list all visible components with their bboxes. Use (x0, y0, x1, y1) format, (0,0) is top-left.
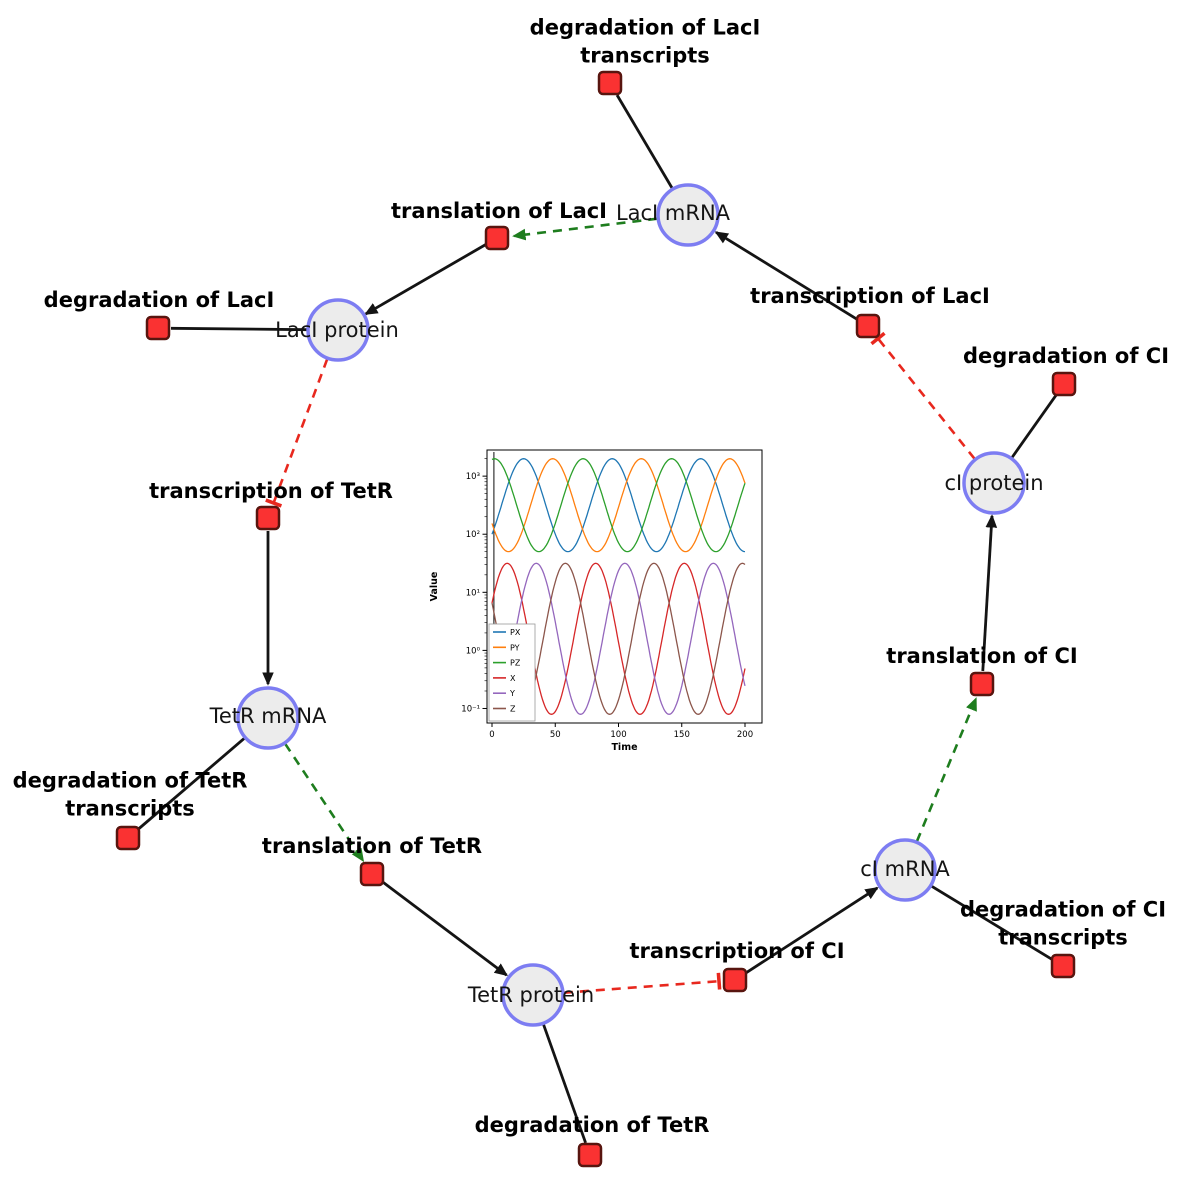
edge-consumption-ci-mrna-to-degradation-ci-transcripts (929, 884, 1053, 961)
y-tick-label: 10² (466, 530, 480, 540)
label-line-1: degradation of CI (959, 897, 1167, 922)
legend-label-PZ: PZ (510, 659, 521, 668)
x-tick-label: 200 (737, 730, 753, 740)
reaction-node-translation-tetr (359, 861, 385, 887)
y-tick-label: 10¹ (466, 588, 480, 598)
edge-modifier-ci-mrna-to-translation-ci (915, 697, 978, 842)
reaction-node-degradation-ci (1051, 371, 1077, 397)
edge-consumption-laci-mrna-to-degradation-laci-transcripts (615, 94, 674, 190)
legend-label-Y: Y (509, 689, 515, 698)
species-node-laci-protein (306, 298, 370, 362)
edge-consumption-tetr-mrna-to-degradation-tetr-transcripts (136, 736, 247, 831)
label-line-1: degradation of TetR (12, 768, 248, 793)
reaction-node-translation-laci (484, 225, 510, 251)
species-label-tetr-protein: TetR protein (467, 983, 595, 1007)
reaction-label-translation-laci: translation of LacI (391, 199, 607, 224)
species-label-tetr-mrna: TetR mRNA (209, 704, 327, 728)
legend-label-Z: Z (510, 705, 516, 714)
x-tick-label: 150 (674, 730, 690, 740)
series-Y (491, 562, 746, 715)
y-tick-label: 10⁻¹ (461, 704, 480, 714)
species-node-ci-protein (962, 451, 1026, 515)
reaction-node-degradation-laci (145, 315, 171, 341)
edge-modifier-tetr-mrna-to-translation-tetr (284, 743, 365, 863)
legend-box (488, 623, 536, 722)
species-node-laci-mrna (656, 183, 720, 247)
x-tick-label: 100 (610, 730, 626, 740)
edge-consumption-ci-protein-to-degradation-ci (1010, 393, 1058, 460)
reaction-label-translation-tetr: translation of TetR (261, 834, 483, 859)
reaction-label-degradation-ci: degradation of CI (962, 344, 1170, 369)
reaction-label-translation-ci: translation of CI (886, 644, 1078, 669)
reaction-node-transcription-tetr (255, 505, 281, 531)
reaction-node-transcription-laci (855, 313, 881, 339)
y-axis-label: Value (429, 572, 440, 602)
species-label-laci-mrna: LacI mRNA (615, 201, 731, 225)
x-axis-label: Time (611, 742, 637, 753)
label-line-2: transcripts (998, 925, 1128, 949)
reaction-label-degradation-laci-transcripts: degradation of LacI transcripts (530, 14, 761, 69)
reaction-node-degradation-ci-transcripts (1050, 953, 1076, 979)
reaction-label-degradation-tetr-transcripts: degradation of TetR transcripts (13, 767, 248, 822)
species-label-laci-protein: LacI protein (275, 318, 399, 342)
reaction-label-degradation-laci: degradation of LacI (43, 288, 275, 313)
reaction-node-degradation-tetr-transcripts (115, 825, 141, 851)
legend-label-PX: PX (510, 628, 521, 637)
species-node-tetr-protein (501, 963, 565, 1027)
y-tick-label: 10³ (466, 472, 480, 482)
edge-production-transcription-laci-to-laci-mrna (714, 231, 858, 321)
reaction-node-degradation-laci-transcripts (597, 70, 623, 96)
label-line-1: degradation of LacI (529, 15, 761, 40)
series-PX (491, 458, 746, 553)
x-tick-label: 0 (489, 730, 494, 740)
reaction-label-degradation-ci-transcripts: degradation of CI transcripts (960, 896, 1166, 951)
species-node-ci-mrna (873, 838, 937, 902)
y-tick-label: 10⁰ (466, 646, 481, 656)
edge-inhibition-tetr-protein-to-transcription-ci (563, 972, 722, 994)
edge-consumption-tetr-protein-to-degradation-tetr (541, 1022, 587, 1144)
reaction-label-transcription-tetr: transcription of TetR (149, 479, 393, 504)
edge-production-translation-laci-to-laci-protein (364, 243, 487, 316)
label-line-2: transcripts (65, 796, 195, 820)
species-node-tetr-mrna (236, 686, 300, 750)
label-line-2: transcripts (580, 43, 710, 67)
species-label-ci-mrna: cI mRNA (860, 857, 950, 881)
reaction-label-transcription-laci: transcription of LacI (750, 284, 990, 309)
edge-production-transcription-ci-to-ci-mrna (745, 886, 879, 975)
edge-modifier-laci-mrna-to-translation-laci (512, 217, 658, 241)
plot-frame (486, 449, 763, 724)
species-label-ci-protein: cI protein (944, 471, 1044, 495)
series-PZ (491, 458, 746, 553)
edge-production-translation-ci-to-ci-protein (981, 514, 998, 672)
edge-production-translation-tetr-to-tetr-protein (381, 880, 508, 977)
edge-inhibition-ci-protein-to-transcription-laci (870, 331, 976, 460)
reaction-node-degradation-tetr (577, 1142, 603, 1168)
x-tick-label: 50 (550, 730, 561, 740)
legend-label-PY: PY (510, 643, 520, 652)
edge-consumption-laci-protein-to-degradation-laci (170, 326, 309, 332)
series-PY (491, 458, 746, 553)
reaction-label-degradation-tetr: degradation of TetR (474, 1113, 710, 1138)
reaction-node-translation-ci (969, 671, 995, 697)
reaction-node-transcription-ci (722, 967, 748, 993)
reaction-label-transcription-ci: transcription of CI (629, 939, 845, 964)
legend-label-X: X (510, 674, 516, 683)
